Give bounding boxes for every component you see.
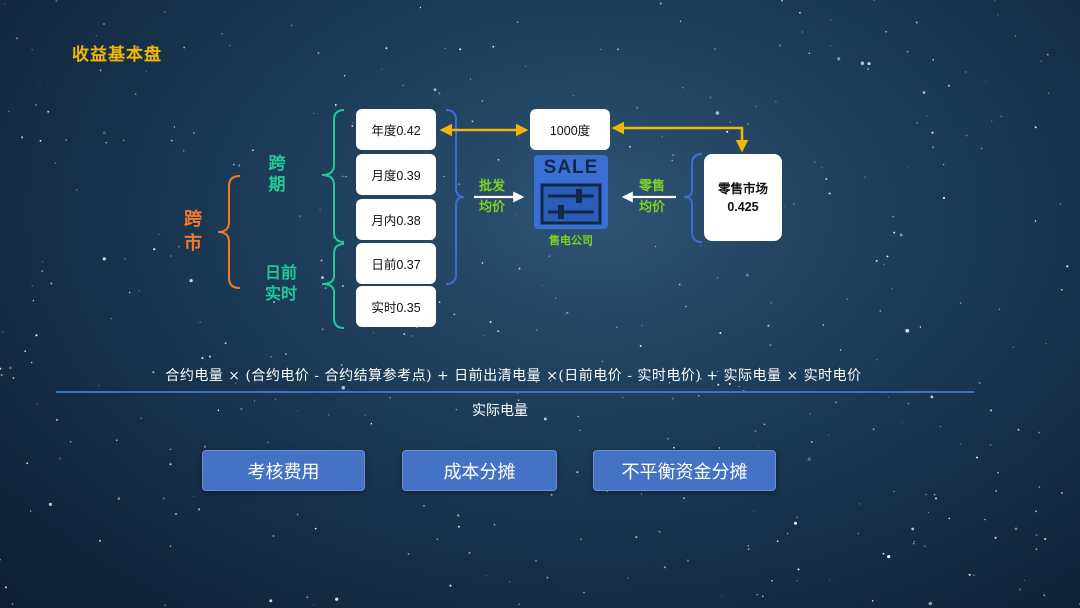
cross-period-text: 跨 期 [268,154,286,195]
day-ahead-realtime-text: 日前 实时 [264,263,297,303]
imbalance-fund-button[interactable]: 不平衡资金分摊 [593,450,776,491]
day-ahead-bracket [321,243,345,329]
page-title: 收益基本盘 [72,45,162,65]
retail-market-text: 零售市场 0.425 [717,181,768,214]
retail-bracket [683,153,703,243]
retail-avg-text: 零售 均价 [638,179,665,215]
sale-sign-text: SALE [543,157,599,178]
wholesale-avg-text: 批发 均价 [478,179,505,215]
center-volume-box: 1000度 [530,109,610,150]
price-box-realtime: 实时0.35 [356,286,436,327]
cross-period-label: 跨 期 [262,154,292,196]
cross-market-label: 跨 市 [178,208,208,256]
retail-market-box: 零售市场 0.425 [704,154,782,241]
retail-volume-arrow [611,121,749,153]
formula-denominator: 实际电量 [472,403,528,419]
day-ahead-realtime-label: 日前 实时 [256,262,306,304]
price-box-intra-month: 月内0.38 [356,199,436,240]
assessment-fee-button[interactable]: 考核费用 [202,450,365,491]
cross-market-text: 跨 市 [184,209,202,254]
company-label: 售电公司 [549,234,593,247]
cross-period-bracket [321,109,345,243]
sale-icon: SALE [534,155,608,229]
cost-allocation-button[interactable]: 成本分摊 [402,450,557,491]
price-box-day-ahead: 日前0.37 [356,243,436,284]
sliders-icon [540,183,602,225]
price-column-bracket [445,109,465,285]
price-box-annual: 年度0.42 [356,109,436,150]
formula-fraction-line [56,391,974,393]
wholesale-avg-label: 批发 均价 [462,176,522,218]
retail-avg-label: 零售 均价 [622,176,682,218]
cross-market-bracket [217,175,241,289]
formula-numerator: 合约电量 × (合约电价 - 合约结算参考点) + 日前出清电量 ×(日前电价 … [165,368,862,384]
price-box-monthly: 月度0.39 [356,154,436,195]
